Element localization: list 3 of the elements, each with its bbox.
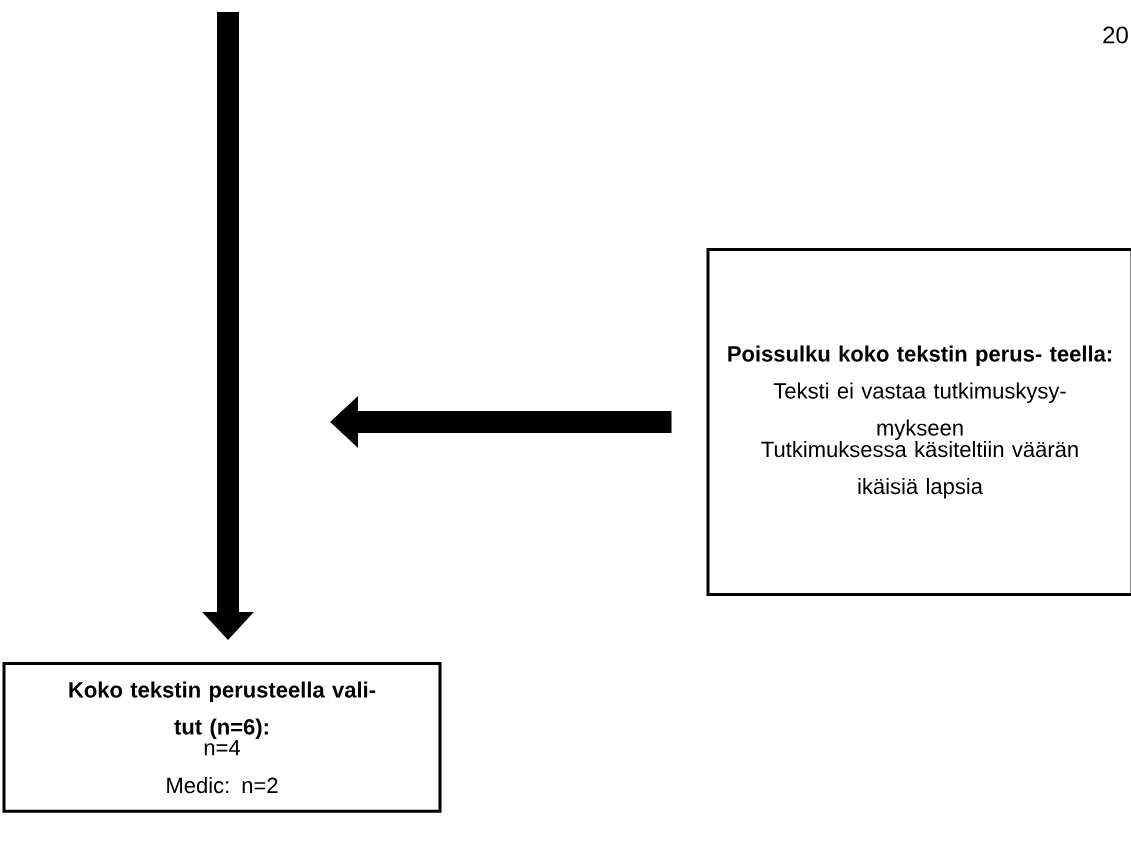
text-box: Poissulku koko tekstin perus- teella: Teksti ei vastaa tutkimuskysy- mykseen Tutkimuksessa käsiteltiin väärän ikäisiä lapsia xyxy=(706,248,1131,596)
text-box: Koko tekstin perusteella vali- tut (n=6): n=4 Medic: n=2 xyxy=(2,662,442,813)
page-number: 20 xyxy=(1103,26,1128,44)
